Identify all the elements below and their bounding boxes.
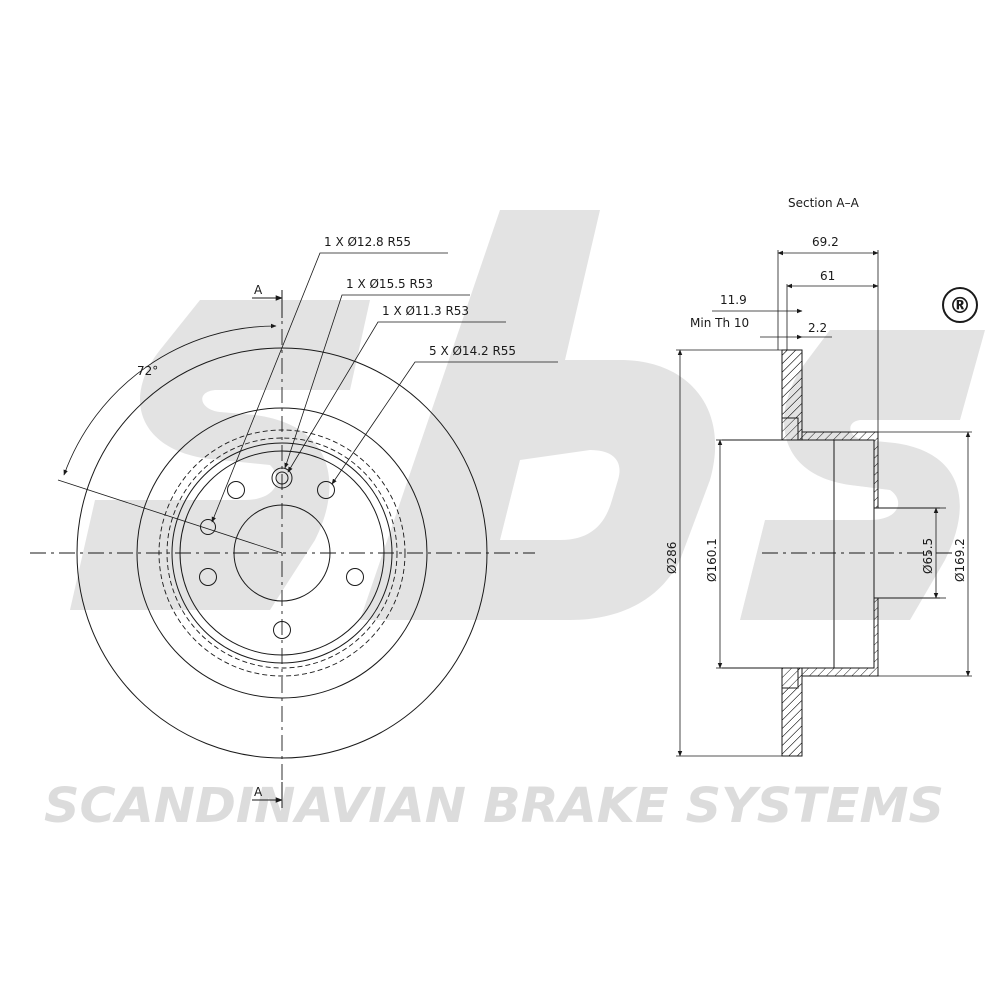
dim-center-bore: Ø65.5 [921, 507, 939, 599]
angle-label: 72° [137, 364, 158, 378]
dim-outer-diameter: Ø286 [665, 349, 683, 757]
callout-text: 1 X Ø11.3 R53 [382, 304, 469, 318]
callout-text: 5 X Ø14.2 R55 [429, 344, 516, 358]
front-view: 72° A A 1 X Ø12.8 R55 1 X Ø15.5 R53 1 X … [30, 235, 558, 808]
dim-total-height-text: 69.2 [812, 235, 839, 249]
callout-hole-2: 1 X Ø15.5 R53 [284, 277, 470, 469]
dim-hat-outer-diameter: Ø169.2 [953, 431, 971, 677]
dim-offset-text: 2.2 [808, 321, 827, 335]
section-mark-bottom-label: A [254, 785, 263, 799]
small-hole [200, 519, 216, 535]
dim-hat-inner-diameter-text: Ø160.1 [705, 538, 719, 582]
dim-hat-height: 61 [786, 269, 879, 289]
dim-center-bore-text: Ø65.5 [921, 538, 935, 574]
watermark-s-right [740, 330, 985, 620]
callout-hole-3: 1 X Ø11.3 R53 [287, 304, 506, 473]
dim-outer-diameter-text: Ø286 [665, 542, 679, 574]
callout-text: 1 X Ø15.5 R53 [346, 277, 433, 291]
brand-name: SCANDINAVIAN BRAKE SYSTEMS [44, 778, 944, 834]
dim-hat-inner-diameter: Ø160.1 [705, 439, 723, 669]
section-marker-bottom: A [252, 782, 283, 808]
section-view: Section A–A 69.2 61 [665, 196, 972, 757]
dim-disc-thickness-text: 11.9 [720, 293, 747, 307]
dim-hat-outer-diameter-text: Ø169.2 [953, 538, 967, 582]
callout-hole-1: 1 X Ø12.8 R55 [211, 235, 448, 523]
dim-min-thickness-text: Min Th 10 [690, 316, 749, 330]
friction-ring-section-upper [781, 349, 803, 441]
bolt-hole [346, 568, 364, 586]
callout-text: 1 X Ø12.8 R55 [324, 235, 411, 249]
bolt-hole [227, 481, 245, 499]
angle-arc [63, 323, 277, 476]
friction-ring-section-lower [781, 667, 803, 757]
callout-hole-4: 5 X Ø14.2 R55 [331, 344, 558, 485]
section-title: Section A–A [788, 196, 860, 210]
dim-disc-thickness: 11.9 Min Th 10 [690, 293, 803, 330]
bolt-hole [199, 568, 217, 586]
section-marker-top: A [252, 283, 283, 318]
dim-total-height: 69.2 [777, 235, 879, 256]
section-mark-top-label: A [254, 283, 263, 297]
dim-hat-height-text: 61 [820, 269, 835, 283]
bolt-hole [317, 481, 335, 499]
registered-symbol: ® [949, 294, 971, 319]
dim-offset: 2.2 [760, 321, 832, 340]
registered-mark: ® [942, 287, 978, 323]
watermark-b [360, 210, 716, 620]
angle-reference-line [57, 479, 283, 554]
